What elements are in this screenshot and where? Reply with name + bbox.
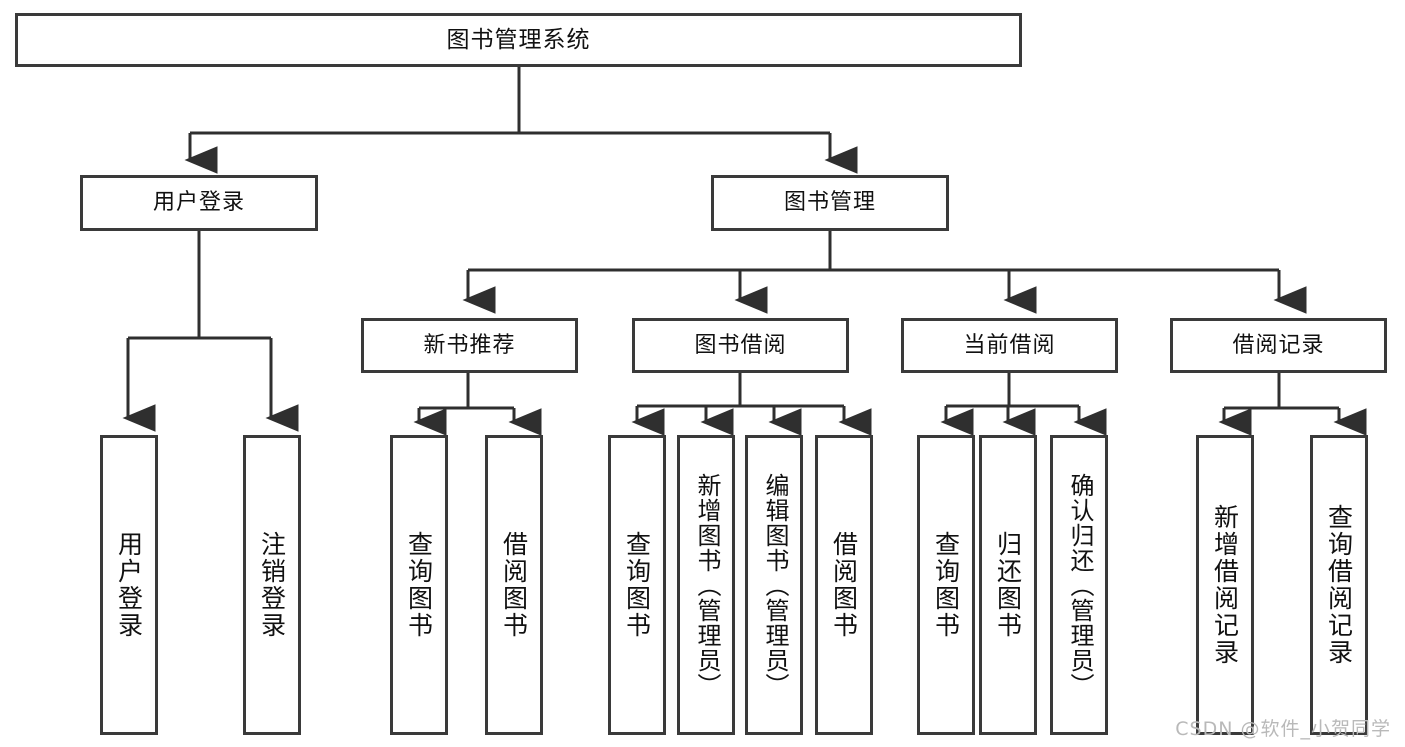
node-label: 图书借阅 <box>694 332 787 358</box>
leaf-edit-book-admin[interactable]: 编辑图书（管理员） <box>745 435 803 735</box>
leaf-label: 查询借阅记录 <box>1324 504 1354 666</box>
leaf-add-book-admin[interactable]: 新增图书（管理员） <box>677 435 735 735</box>
leaf-logout[interactable]: 注销登录 <box>243 435 301 735</box>
leaf-label: 确认归还（管理员） <box>1065 472 1094 698</box>
node-user-login[interactable]: 用户登录 <box>80 175 318 231</box>
node-new-book-recommend[interactable]: 新书推荐 <box>361 318 578 373</box>
node-current-borrow[interactable]: 当前借阅 <box>901 318 1118 373</box>
watermark: CSDN @软件_小贺同学 <box>1175 718 1391 740</box>
leaf-label: 查询图书 <box>622 531 652 639</box>
leaf-borrow-book[interactable]: 借阅图书 <box>815 435 873 735</box>
node-label: 用户登录 <box>152 190 245 215</box>
leaf-confirm-return-admin[interactable]: 确认归还（管理员） <box>1050 435 1108 735</box>
leaf-query-book-new[interactable]: 查询图书 <box>390 435 448 735</box>
leaf-label: 借阅图书 <box>829 531 859 639</box>
node-label: 新书推荐 <box>423 332 516 358</box>
node-label: 图书管理系统 <box>446 26 591 53</box>
leaf-label: 查询图书 <box>931 531 961 639</box>
node-book-borrow[interactable]: 图书借阅 <box>632 318 849 373</box>
leaf-query-book-borrow[interactable]: 查询图书 <box>608 435 666 735</box>
leaf-return-book[interactable]: 归还图书 <box>979 435 1037 735</box>
node-label: 借阅记录 <box>1232 332 1325 358</box>
leaf-query-borrow-record[interactable]: 查询借阅记录 <box>1310 435 1368 735</box>
node-label: 当前借阅 <box>963 332 1056 358</box>
leaf-label: 查询图书 <box>404 531 434 639</box>
leaf-add-borrow-record[interactable]: 新增借阅记录 <box>1196 435 1254 735</box>
node-book-management[interactable]: 图书管理 <box>711 175 949 231</box>
leaf-borrow-book-new[interactable]: 借阅图书 <box>485 435 543 735</box>
leaf-label: 新增图书（管理员） <box>692 472 721 698</box>
leaf-label: 用户登录 <box>114 531 144 639</box>
leaf-label: 注销登录 <box>257 531 287 639</box>
leaf-user-login[interactable]: 用户登录 <box>100 435 158 735</box>
leaf-label: 归还图书 <box>993 531 1023 639</box>
leaf-query-book-current[interactable]: 查询图书 <box>917 435 975 735</box>
node-borrow-record[interactable]: 借阅记录 <box>1170 318 1387 373</box>
leaf-label: 借阅图书 <box>499 531 529 639</box>
leaf-label: 编辑图书（管理员） <box>760 472 789 698</box>
leaf-label: 新增借阅记录 <box>1210 504 1240 666</box>
node-label: 图书管理 <box>783 190 876 215</box>
node-root-library-system[interactable]: 图书管理系统 <box>15 13 1022 67</box>
